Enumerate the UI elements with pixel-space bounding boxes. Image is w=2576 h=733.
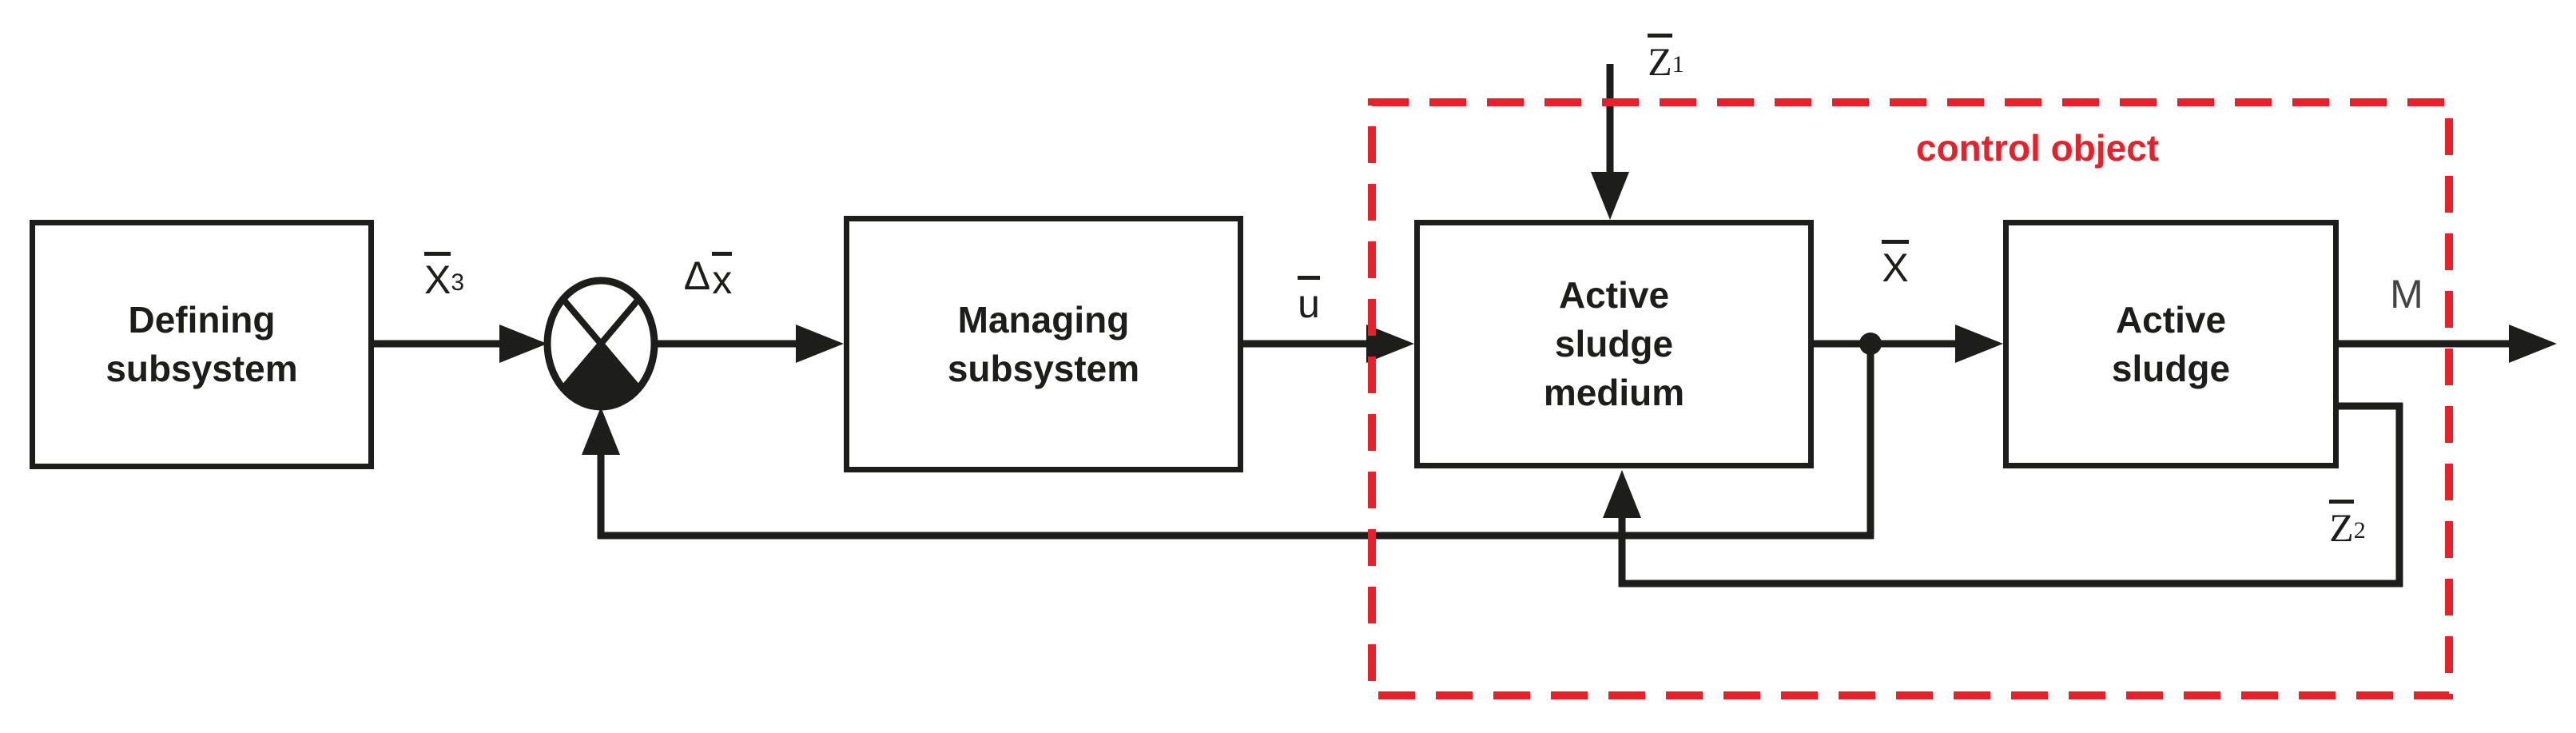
arrowhead-z1-down xyxy=(1591,172,1629,220)
block-managing-subsystem: Managing subsystem xyxy=(844,216,1243,472)
signal-label-m: M xyxy=(2359,258,2455,330)
block-medium-line2: sludge xyxy=(1554,323,1674,365)
summing-junction-filled-quadrant xyxy=(563,344,639,408)
signal-label-u: u xyxy=(1261,264,1357,336)
signal-z1-base: Z xyxy=(1648,34,1672,82)
signal-label-x: X xyxy=(1847,228,1943,300)
block-active-sludge-medium: Active sludge medium xyxy=(1414,220,1814,468)
signal-z2-base: Z xyxy=(2329,500,2354,548)
block-defining-line2: subsystem xyxy=(105,348,298,389)
control-object-caption: control object xyxy=(1916,127,2160,169)
signal-x3-subscript: 3 xyxy=(451,269,465,296)
arrowhead-u xyxy=(1366,325,1414,363)
junction-dot xyxy=(1859,333,1882,355)
block-medium-line3: medium xyxy=(1543,371,1685,413)
signal-z1-subscript: 1 xyxy=(1672,51,1684,78)
signal-dx-delta: Δ xyxy=(683,253,711,298)
arrowhead-dx xyxy=(796,325,844,363)
block-sludge-line1: Active xyxy=(2115,298,2227,341)
arrowhead-feedback-up xyxy=(582,407,620,455)
block-medium-line1: Active xyxy=(1558,274,1670,317)
arrowhead-x3 xyxy=(499,325,547,363)
signal-z2-subscript: 2 xyxy=(2353,517,2366,544)
block-managing-line1: Managing xyxy=(957,298,1130,341)
arrowhead-z2-up xyxy=(1603,470,1641,518)
block-managing-line2: subsystem xyxy=(947,347,1140,389)
signal-x3-base: X xyxy=(423,252,451,300)
signal-m-base: M xyxy=(2390,272,2423,317)
control-object-boundary xyxy=(1368,98,2453,699)
block-sludge-line2: sludge xyxy=(2111,347,2231,389)
arrowhead-x xyxy=(1955,325,2003,363)
signal-u-base: u xyxy=(1298,276,1320,324)
arrowhead-m xyxy=(2509,325,2557,363)
block-defining-subsystem: Defining subsystem xyxy=(30,220,374,469)
block-defining-line1: Defining xyxy=(128,299,276,341)
block-active-sludge: Active sludge xyxy=(2003,220,2339,468)
signal-x-base: X xyxy=(1882,240,1909,288)
summing-junction xyxy=(543,277,658,411)
signal-dx-base: x xyxy=(712,252,733,300)
